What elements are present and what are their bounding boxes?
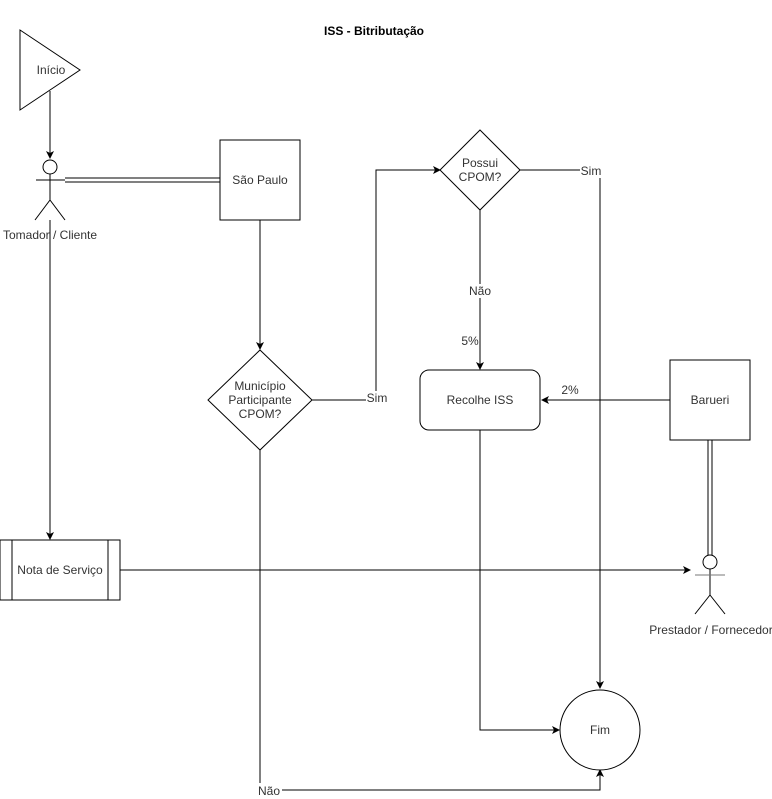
fim-circle — [559, 689, 641, 771]
municipio-diamond — [207, 349, 313, 451]
edge-municipio-nao — [259, 450, 604, 791]
actor-leg-right — [709, 594, 726, 615]
node-municipio-decision[interactable]: Município Participante CPOM? — [207, 349, 313, 451]
possui-label-2: CPOM? — [459, 170, 502, 184]
label-bg — [366, 391, 388, 405]
recolhe-box — [419, 369, 541, 431]
barueri-box — [669, 359, 751, 441]
label-bg — [258, 783, 282, 797]
edge-label-municipio-sim: Sim — [367, 391, 388, 405]
possui-label-1: Possui — [462, 156, 498, 170]
sao-paulo-box — [219, 139, 301, 221]
barueri-label: Barueri — [691, 393, 730, 407]
actor-prestador[interactable]: Prestador / Fornecedor — [649, 554, 772, 637]
inicio-label: Início — [37, 63, 66, 77]
fim-label: Fim — [590, 723, 610, 737]
prestador-label: Prestador / Fornecedor — [649, 623, 772, 637]
actor-leg-left — [694, 594, 711, 615]
actor-head-icon — [702, 554, 718, 570]
node-nota-servico[interactable]: Nota de Serviço — [0, 539, 121, 601]
sao-paulo-label: São Paulo — [232, 173, 288, 187]
edge-label-possui-sim: Sim — [581, 164, 602, 178]
actor-tomador[interactable]: Tomador / Cliente — [3, 159, 97, 242]
node-recolhe-iss[interactable]: Recolhe ISS — [419, 369, 541, 431]
node-fim[interactable]: Fim — [559, 689, 641, 771]
edge-label-municipio-nao: Não — [258, 784, 280, 798]
node-possui-decision[interactable]: Possui CPOM? — [439, 129, 521, 211]
edge-label-rate-barueri: 2% — [561, 383, 579, 397]
edge-municipio-sim — [312, 166, 441, 401]
municipio-label-1: Município — [234, 379, 286, 393]
edge-recolhe-fim — [479, 430, 560, 734]
edge-label-rate-sp: 5% — [461, 334, 479, 348]
nota-box — [0, 539, 121, 601]
actor-leg-right — [49, 199, 66, 221]
recolhe-label: Recolhe ISS — [447, 393, 514, 407]
label-bg — [468, 284, 492, 298]
nota-label: Nota de Serviço — [17, 563, 103, 577]
actor-leg-left — [34, 199, 51, 221]
label-bg — [580, 164, 602, 178]
actor-head-icon — [42, 159, 58, 175]
node-sao-paulo[interactable]: São Paulo — [219, 139, 301, 221]
possui-diamond — [439, 129, 521, 211]
edge-label-possui-nao: Não — [469, 284, 491, 298]
node-inicio[interactable]: Início — [19, 29, 81, 111]
start-triangle — [19, 29, 81, 111]
diagram-title: ISS - Bitributação — [324, 24, 424, 38]
node-barueri[interactable]: Barueri — [669, 359, 751, 441]
municipio-label-3: CPOM? — [239, 407, 282, 421]
edges — [46, 91, 713, 791]
municipio-label-2: Participante — [228, 393, 292, 407]
tomador-label: Tomador / Cliente — [3, 228, 97, 242]
